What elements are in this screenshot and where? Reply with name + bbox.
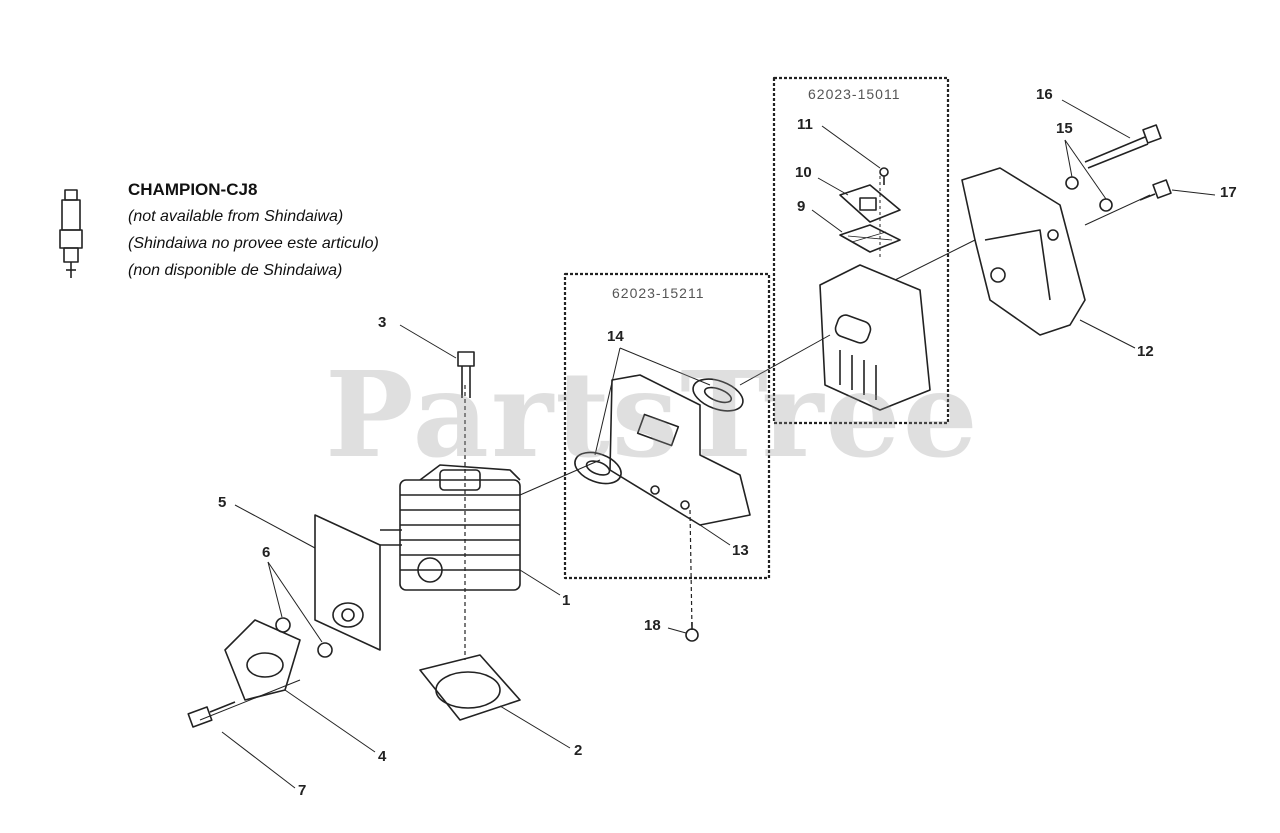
spark-plug-note-fr: (non disponible de Shindaiwa)	[128, 262, 343, 279]
callout-18[interactable]: 18	[644, 617, 661, 634]
callout-3[interactable]: 3	[378, 314, 387, 331]
part-12-muffler-cover	[961, 167, 1086, 336]
spark-plug-note-en: (not available from Shindaiwa)	[128, 208, 344, 225]
axis-line	[894, 239, 976, 281]
part-14-gasket	[574, 378, 744, 485]
part-10-screen-cover	[839, 184, 901, 223]
callout-14[interactable]: 14	[607, 328, 624, 345]
part-5-insulator-plate	[314, 514, 381, 651]
callout-11[interactable]: 11	[797, 116, 813, 133]
callout-9[interactable]: 9	[797, 198, 806, 215]
part-6-nut	[275, 617, 333, 658]
part-9-spark-arrestor-screen	[839, 224, 901, 253]
callout-1[interactable]: 1	[562, 592, 571, 609]
axis-line	[519, 459, 601, 496]
axis-line	[689, 509, 693, 631]
axis-line	[739, 334, 831, 386]
kit-box-62023-15011	[772, 76, 950, 425]
callout-6[interactable]: 6	[262, 544, 271, 561]
part-4-intake-adapter	[224, 619, 301, 701]
leader-lines	[221, 99, 1216, 789]
spark-plug-icon	[59, 189, 83, 278]
axis-line	[199, 679, 301, 721]
spark-plug-title: CHAMPION-CJ8	[128, 180, 258, 199]
callout-17[interactable]: 17	[1220, 184, 1237, 201]
callout-4[interactable]: 4	[378, 748, 387, 765]
callout-12[interactable]: 12	[1137, 343, 1154, 360]
part-1-cylinder	[380, 464, 521, 591]
kit-label-muffler: 62023-15011	[808, 86, 901, 102]
part-2-gasket	[419, 654, 521, 721]
callout-13[interactable]: 13	[732, 542, 749, 559]
callout-15[interactable]: 15	[1056, 120, 1073, 137]
kit-label-heat-shield: 62023-15211	[612, 285, 705, 301]
part-13-heat-shield	[609, 374, 751, 526]
callout-10[interactable]: 10	[795, 164, 812, 181]
part-17-bolt	[1139, 179, 1172, 201]
callout-2[interactable]: 2	[574, 742, 583, 759]
axis-line	[1084, 194, 1151, 226]
part-7-bolt	[187, 701, 236, 728]
part-3-bolt	[457, 351, 475, 398]
kit-box-62023-15211	[563, 272, 771, 580]
callout-7[interactable]: 7	[298, 782, 307, 799]
part-11-screw	[879, 167, 889, 185]
part-15-washer	[1065, 176, 1113, 212]
callout-16[interactable]: 16	[1036, 86, 1053, 103]
part-18-bolt	[685, 622, 699, 642]
part-muffler-body	[819, 264, 931, 411]
callout-5[interactable]: 5	[218, 494, 227, 511]
spark-plug-note-es: (Shindaiwa no provee este articulo)	[128, 235, 379, 252]
part-16-long-bolt	[1084, 124, 1162, 169]
